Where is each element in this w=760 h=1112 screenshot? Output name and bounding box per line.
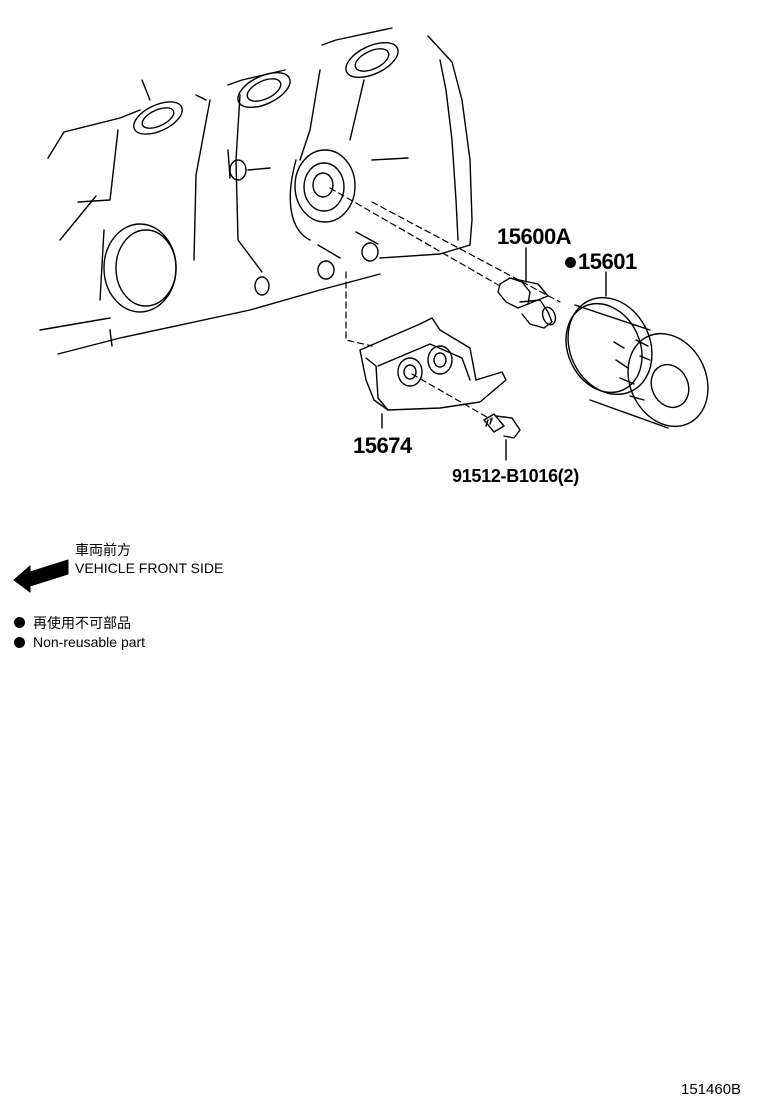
direction-japanese: 車両前方 xyxy=(75,542,131,558)
bolt-part-number[interactable]: 91512-B1016(2) xyxy=(452,466,579,486)
legend-japanese: 再使用不可部品 xyxy=(33,615,131,631)
diagram-reference-code: 151460B xyxy=(681,1081,742,1098)
bracket-illustration xyxy=(359,317,507,429)
dashed-leaders xyxy=(329,187,561,421)
sensor-part-number[interactable]: 15600A xyxy=(497,224,572,249)
engine-block-illustration xyxy=(39,27,473,355)
oil-pressure-switch-illustration xyxy=(497,247,557,329)
filter-part-number[interactable]: 15601 xyxy=(578,249,637,274)
oil-filter-illustration xyxy=(565,271,709,429)
non-reusable-dot-icon xyxy=(14,637,25,648)
non-reusable-dot-icon xyxy=(565,257,576,268)
non-reusable-dot-icon xyxy=(14,617,25,628)
legend-english: Non-reusable part xyxy=(33,634,146,650)
bracket-part-number[interactable]: 15674 xyxy=(353,433,412,458)
direction-english: VEHICLE FRONT SIDE xyxy=(75,560,224,576)
arrow-left-icon xyxy=(13,559,69,593)
bolt-illustration xyxy=(483,413,521,461)
